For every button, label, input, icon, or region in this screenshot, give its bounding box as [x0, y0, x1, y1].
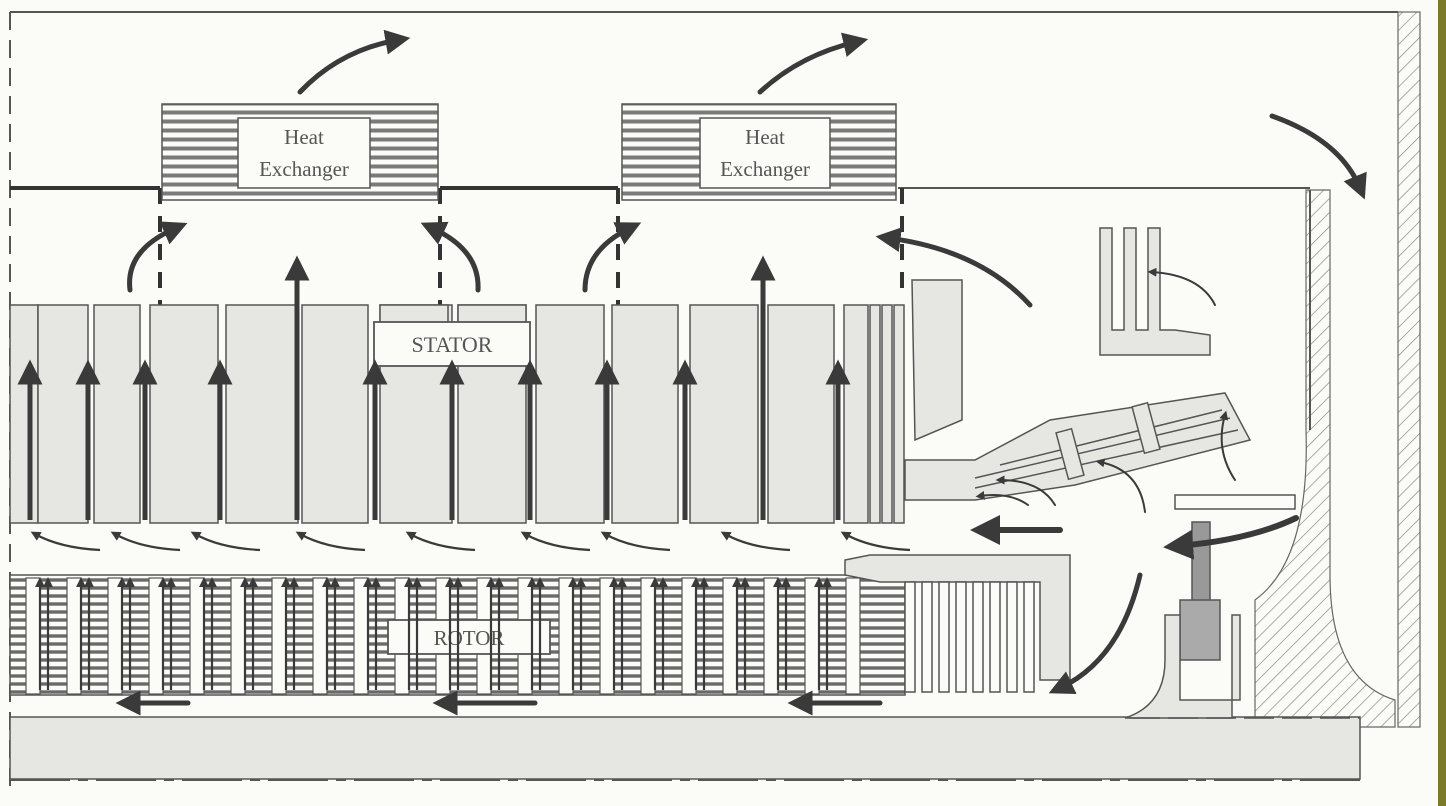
airgap-arrow — [190, 531, 261, 552]
ring-fin — [955, 581, 967, 693]
rotor-slot — [640, 577, 656, 695]
rotor-slot — [66, 577, 82, 695]
ring-fin — [1006, 581, 1018, 693]
rotor-slot — [312, 577, 328, 695]
stator-segment — [843, 304, 869, 524]
rotor-slot — [107, 577, 123, 695]
stator-segment — [611, 304, 679, 524]
airgap-arrow — [720, 531, 791, 552]
rotor-slot — [558, 577, 574, 695]
rotor-slot — [353, 577, 369, 695]
ring-fin — [972, 581, 984, 693]
ring-fin — [938, 581, 950, 693]
airgap-arrow — [295, 531, 366, 552]
stator-segment — [9, 304, 39, 524]
ring-fin — [904, 581, 916, 693]
rotor-label-box: ROTOR — [387, 619, 551, 655]
stator-end-winding — [869, 227, 1252, 524]
stator-segment — [225, 304, 299, 524]
heat-exchanger-1: Heat Exchanger — [161, 103, 439, 201]
stator-segment — [689, 304, 759, 524]
stator-segment — [37, 304, 89, 524]
rotor-slot — [230, 577, 246, 695]
stator-segment — [301, 304, 369, 524]
retaining-ring — [844, 554, 1071, 693]
heat-exchanger-2-label-line1: Heat — [745, 125, 785, 149]
heat-exchanger-1-label-line2: Exchanger — [259, 157, 349, 181]
airgap-arrow — [30, 531, 101, 552]
rotor-label: ROTOR — [434, 626, 505, 650]
stator-segment — [149, 304, 219, 524]
airgap-arrow — [520, 531, 591, 552]
rotor-core — [9, 574, 906, 696]
rotor-slot — [599, 577, 615, 695]
stator-core — [9, 304, 869, 524]
fan-bearing — [1124, 494, 1296, 719]
page-edge — [1438, 0, 1446, 806]
ring-fin — [1023, 581, 1035, 693]
heat-exchanger-1-label-line1: Heat — [284, 125, 324, 149]
rotor-slot — [804, 577, 820, 695]
end-wall-hatched — [1254, 11, 1421, 728]
rotor-slot — [148, 577, 164, 695]
rotor-slot — [681, 577, 697, 695]
shaft — [9, 716, 1361, 781]
rotor-slot — [189, 577, 205, 695]
ring-fin — [989, 581, 1001, 693]
stator-segment-cap — [379, 304, 449, 324]
rotor-slot — [271, 577, 287, 695]
airgap-arrow — [110, 531, 181, 552]
heat-exchanger-2-label-line2: Exchanger — [720, 157, 810, 181]
airgap-arrow — [600, 531, 671, 552]
stator-segment — [767, 304, 835, 524]
airflow-arrows — [17, 255, 911, 690]
rotor-slot — [722, 577, 738, 695]
stator-segment — [535, 304, 605, 524]
airgap-arrow — [405, 531, 476, 552]
stator-segment-cap — [457, 304, 527, 324]
airgap-arrow — [840, 531, 911, 552]
stator-label: STATOR — [412, 332, 493, 357]
heat-exchanger-2: Heat Exchanger — [621, 103, 897, 201]
stator-segment — [93, 304, 141, 524]
ring-fin — [921, 581, 933, 693]
rotor-slot — [845, 577, 861, 695]
stator-label-box: STATOR — [373, 321, 531, 367]
rotor-slot — [763, 577, 779, 695]
rotor-slot — [25, 577, 41, 695]
airflow-curves — [115, 29, 1367, 716]
